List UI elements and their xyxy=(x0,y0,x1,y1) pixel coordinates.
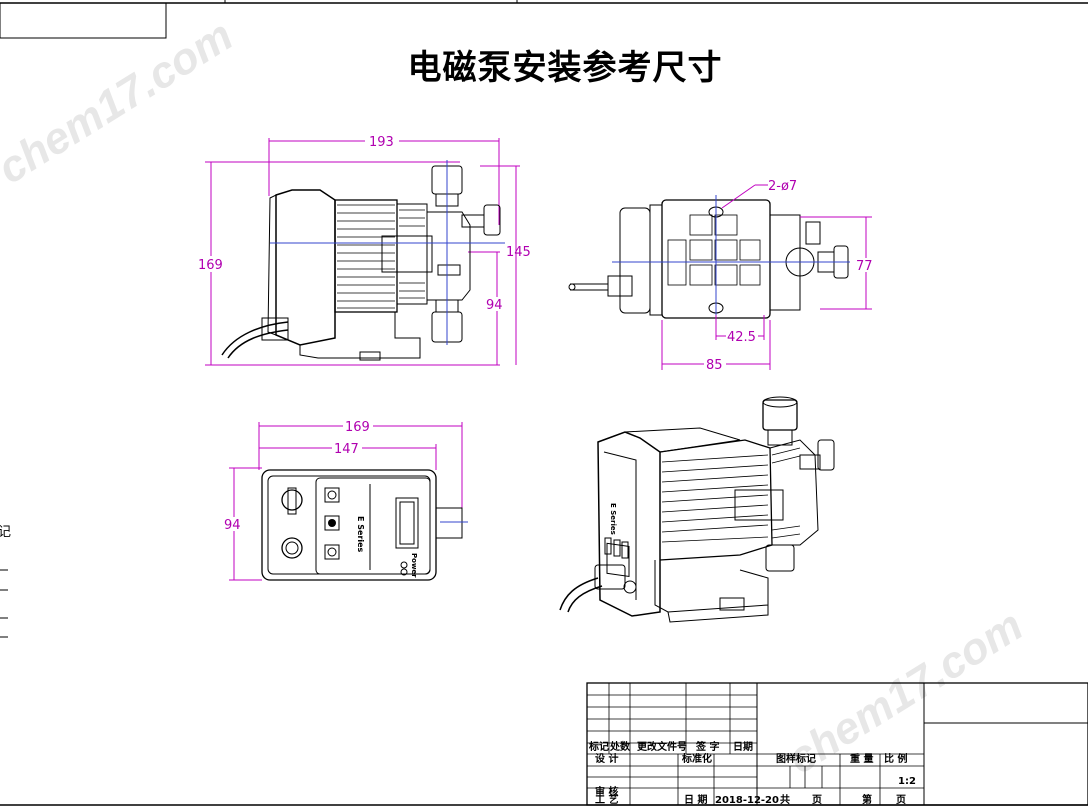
svg-text:比 例: 比 例 xyxy=(884,752,907,765)
dim-side-top: 145 xyxy=(506,245,531,260)
drawing-title: 电磁泵安装参考尺寸 xyxy=(407,48,723,88)
svg-text:工 艺: 工 艺 xyxy=(595,793,618,806)
dim-rear-depth: 85 xyxy=(706,358,723,373)
corner-box xyxy=(0,2,167,39)
dim-side-height: 169 xyxy=(198,258,223,273)
svg-text:审 核: 审 核 xyxy=(595,785,618,798)
svg-text:页: 页 xyxy=(812,794,822,806)
svg-text:签 字: 签 字 xyxy=(695,740,719,753)
svg-text:更改文件号: 更改文件号 xyxy=(637,740,687,753)
dim-rear-spacing: 42.5 xyxy=(727,330,756,345)
svg-text:重 量: 重 量 xyxy=(850,752,873,765)
dim-front-panel: 147 xyxy=(334,442,359,457)
dim-side-width: 193 xyxy=(369,135,394,150)
svg-text:2018-12-20: 2018-12-20 xyxy=(715,795,779,806)
svg-text:日期: 日期 xyxy=(733,740,753,753)
dim-front-overall: 169 xyxy=(345,420,370,435)
title-block: 标记 处数 更改文件号 签 字 日期 设 计 标准化 审 核 工 艺 日 期 2… xyxy=(586,682,1088,806)
svg-text:第: 第 xyxy=(862,793,872,806)
svg-text:标准化: 标准化 xyxy=(681,752,712,765)
front-view: 169 147 94 E Series Power xyxy=(222,419,468,581)
dim-side-lower: 94 xyxy=(486,298,503,313)
front-power-label: Power xyxy=(410,553,418,578)
svg-text:共: 共 xyxy=(780,793,790,806)
svg-text:1:2: 1:2 xyxy=(898,776,916,787)
dim-rear-holes: 2-ø7 xyxy=(768,179,797,194)
dim-front-height: 94 xyxy=(224,518,241,533)
svg-text:图样标记: 图样标记 xyxy=(776,752,816,765)
side-view: 193 169 145 94 xyxy=(196,134,531,366)
iso-view: E Series xyxy=(559,396,835,623)
rear-view: 2-ø7 77 42.5 85 xyxy=(568,179,876,373)
svg-text:日 期: 日 期 xyxy=(684,793,707,806)
front-series-label: E Series xyxy=(356,516,365,553)
dim-rear-height: 77 xyxy=(856,259,873,274)
svg-text:标记: 标记 xyxy=(588,740,609,753)
svg-text:处数: 处数 xyxy=(609,740,631,753)
edge-char: 记 xyxy=(0,525,11,540)
svg-text:设 计: 设 计 xyxy=(595,752,618,765)
iso-brand-label: E Series xyxy=(609,503,617,535)
svg-text:页: 页 xyxy=(896,794,906,806)
